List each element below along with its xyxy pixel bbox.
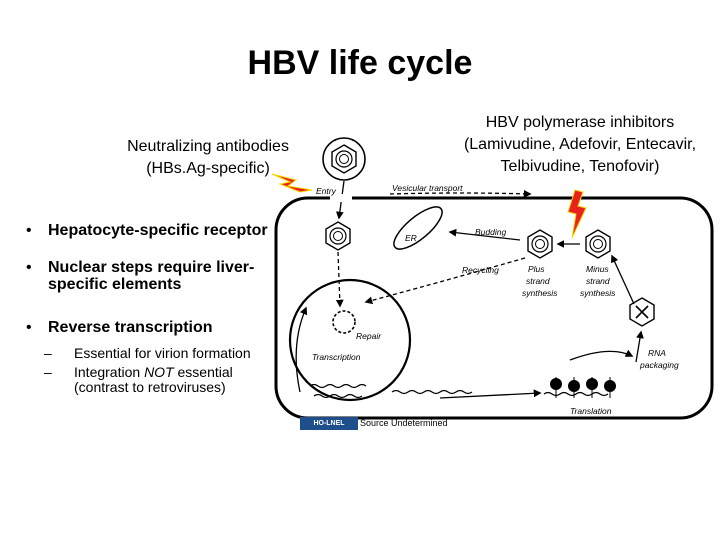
cell-membrane: [274, 196, 714, 420]
rna-packaging-arrow: [635, 330, 644, 363]
vesicular-transport-label: Vesicular transport: [392, 183, 463, 193]
sub-bullet-dash: –: [44, 364, 52, 380]
transport-to-nucleus-arrow: [335, 251, 344, 308]
sub-bullet-item: – Integration NOT essential (contrast to…: [36, 365, 281, 395]
plus-strand-label-2: strand: [526, 276, 550, 286]
pregenome-nucleocapsid: [629, 297, 655, 327]
rna-packaging-label-1: RNA: [648, 348, 666, 358]
pathway-arrows: [295, 180, 644, 399]
polymerase-line-3: Telbivudine, Tenofovir): [500, 158, 660, 175]
sub-bullet-item: – Essential for virion formation: [36, 346, 281, 361]
publisher-logo: HO-LNEL: [300, 417, 358, 430]
budding-arrow: [448, 228, 521, 241]
polymerase-bolt-icon: [567, 189, 587, 239]
minus-strand-arrow: [611, 254, 635, 305]
polymerase-line-2: (Lamivudine, Adefovir, Entecavir,: [463, 136, 697, 153]
bullet-dot: •: [26, 222, 32, 239]
entry-label: Entry: [316, 186, 337, 196]
plus-strand-nucleocapsid: [527, 229, 553, 259]
bullet-item: • Nuclear steps require liver-specific e…: [26, 259, 281, 293]
recycling-label: Recycling: [462, 265, 499, 275]
ribosomes: [543, 377, 616, 398]
neutralizing-line-2: (HBs.Ag-specific): [146, 160, 270, 177]
bullet-text: Hepatocyte-specific receptor: [48, 222, 268, 239]
translation-label: Translation: [570, 406, 612, 416]
er-label: ER: [405, 233, 417, 243]
mrna-line: [309, 383, 367, 389]
repair-label: Repair: [356, 331, 382, 341]
sub-bullet-text-pre: Integration: [74, 364, 145, 380]
endoplasmic-reticulum: [393, 206, 443, 250]
source-credit: Source Undetermined: [360, 418, 448, 428]
mrna-line: [313, 393, 363, 399]
bullet-list: • Hepatocyte-specific receptor • Nuclear…: [26, 222, 281, 395]
bullet-text: Reverse transcription: [48, 319, 213, 336]
neutralizing-line-1: Neutralizing antibodies: [127, 138, 289, 155]
minus-strand-label-3: synthesis: [580, 288, 616, 298]
vesicular-transport-arrow: [389, 189, 532, 198]
slide-title: HBV life cycle: [247, 44, 473, 82]
minus-strand-nucleocapsid: [585, 229, 611, 259]
transcription-label: Transcription: [312, 352, 361, 362]
minus-strand-label-2: strand: [586, 276, 610, 286]
cccdna: [332, 310, 356, 334]
neutralizing-antibodies-label: Neutralizing antibodies (HBs.Ag-specific…: [108, 136, 308, 180]
sub-bullet-emphasis: NOT: [144, 364, 174, 380]
bullet-item: • Reverse transcription: [26, 319, 281, 336]
minus-strand-label-1: Minus: [586, 264, 609, 274]
entry-gap: [330, 194, 352, 202]
to-translation-arrow: [439, 389, 542, 399]
mrna-line: [391, 389, 473, 395]
plus-strand-label-3: synthesis: [522, 288, 558, 298]
neutralizing-bolt-icon: [271, 173, 313, 193]
nucleus: [288, 278, 412, 402]
bullet-item: • Hepatocyte-specific receptor: [26, 222, 281, 239]
recycling-arrow: [364, 257, 526, 305]
polymerase-line-1: HBV polymerase inhibitors: [485, 114, 675, 131]
budding-label: Budding: [475, 227, 506, 237]
plus-strand-label-1: Plus: [528, 264, 545, 274]
bullet-dot: •: [26, 259, 32, 276]
to-packaging-arrow: [569, 349, 634, 361]
polymerase-inhibitors-label: HBV polymerase inhibitors (Lamivudine, A…: [440, 112, 720, 178]
bullet-dot: •: [26, 319, 32, 336]
extracellular-virion: [322, 137, 366, 181]
rna-packaging-label-2: packaging: [639, 360, 679, 370]
sub-bullet-text-post: essential (contrast to retroviruses): [74, 364, 233, 395]
intracellular-virion: [325, 221, 351, 251]
transcription-arrow: [295, 306, 308, 393]
bullet-text: Nuclear steps require liver-specific ele…: [48, 259, 255, 293]
sub-bullet-dash: –: [44, 345, 52, 361]
sub-bullet-text: Essential for virion formation: [74, 345, 251, 361]
